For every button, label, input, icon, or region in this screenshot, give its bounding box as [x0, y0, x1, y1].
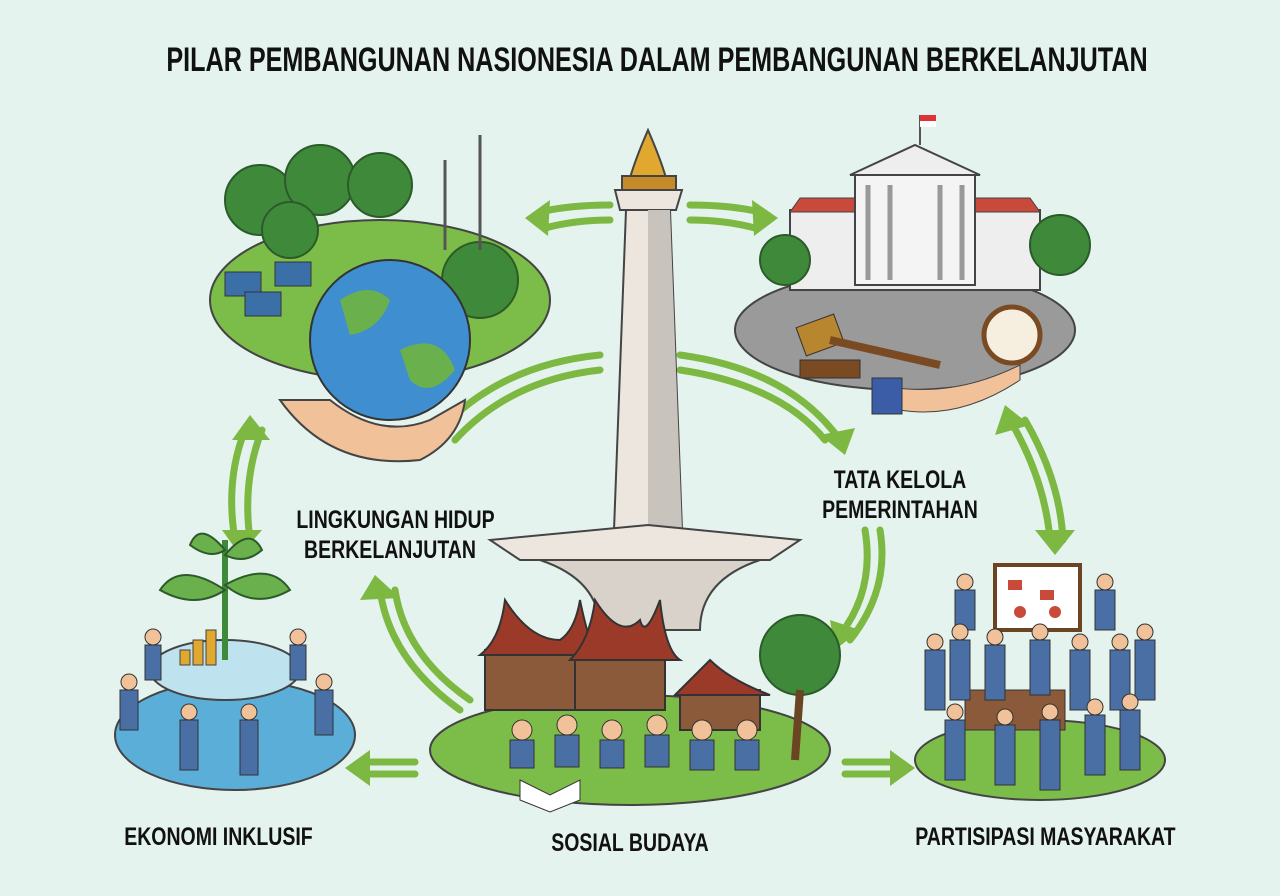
arrow-heads: [222, 200, 1075, 786]
monas-monument: [487, 127, 803, 631]
label-lingkungan-line1: LINGKUNGAN HIDUP: [296, 506, 495, 534]
label-lingkungan: LINGKUNGAN HIDUP BERKELANJUTAN: [296, 505, 495, 565]
label-lingkungan-line2: BERKELANJUTAN: [304, 536, 476, 564]
label-tata-kelola-line2: PEMERINTAHAN: [822, 496, 978, 524]
economy-illustration: [114, 532, 356, 791]
people: [119, 644, 334, 776]
label-tata-kelola-line1: TATA KELOLA: [833, 466, 967, 494]
label-ekonomi: EKONOMI INKLUSIF: [124, 823, 313, 851]
page-title: PILAR PEMBANGUNAN NASIONESIA DALAM PEMBA…: [166, 41, 1148, 79]
governance-illustration: [734, 115, 1091, 415]
participation-illustration: [914, 563, 1166, 801]
label-partisipasi: PARTISIPASI MASYARAKAT: [915, 823, 1176, 851]
environment-illustration: [209, 135, 551, 463]
label-tata-kelola: TATA KELOLA PEMERINTAHAN: [822, 465, 978, 525]
social-culture-illustration: [429, 597, 841, 813]
label-sosial: SOSIAL BUDAYA: [551, 829, 709, 857]
